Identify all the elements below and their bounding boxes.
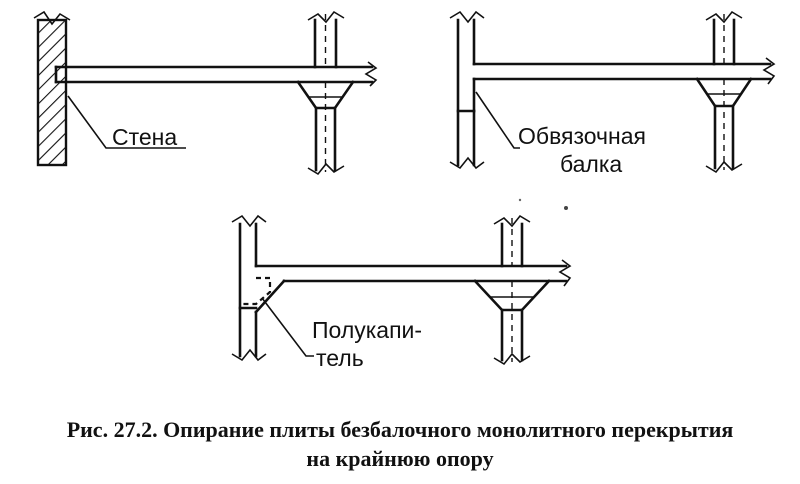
wall-label: Стена (112, 124, 177, 150)
half-capital-leader-line (261, 297, 314, 357)
edge-column3-bottom-break (231, 348, 267, 362)
tie-beam-label-line2: балка (560, 151, 622, 177)
scan-speck (564, 206, 568, 210)
half-capital-label-line1: Полукапи- (312, 317, 422, 343)
scan-speck (518, 198, 522, 202)
tie-beam-label-line1: Обвязочная (518, 123, 646, 149)
diagram-half-capital: Полукапи- тель (231, 214, 572, 371)
edge-column-top-break (449, 10, 485, 24)
half-capital-slope (254, 279, 286, 314)
wall-leader-line (67, 95, 186, 149)
edge-column3-top-break (231, 214, 267, 228)
slab-break-mark-2 (762, 57, 776, 85)
column-top-break (307, 10, 345, 24)
column3-top-break (493, 214, 531, 228)
wall-break-mark (33, 10, 71, 26)
column2-bottom-break (705, 160, 743, 174)
diagram-tie-beam: Обвязочная балка (449, 10, 776, 177)
column3-capital (473, 279, 551, 312)
slab-break-mark-3 (558, 259, 572, 287)
wall-hatched (36, 18, 68, 167)
figure-caption-line1: Рис. 27.2. Опирание плиты безбалочного м… (67, 417, 734, 442)
half-capital-label-line2: тель (316, 345, 364, 371)
half-capital-dashed-contour (240, 276, 272, 306)
slab-break-mark (364, 61, 378, 87)
tie-beam-leader-line (475, 91, 520, 149)
column3-bottom-break (493, 352, 531, 366)
diagram-wall-support: Стена (33, 10, 378, 176)
column-bottom-break (307, 162, 345, 176)
edge-column-bottom-break (449, 156, 485, 170)
figure-caption-line2: на крайнюю опору (306, 446, 493, 471)
column2-top-break (705, 10, 743, 24)
